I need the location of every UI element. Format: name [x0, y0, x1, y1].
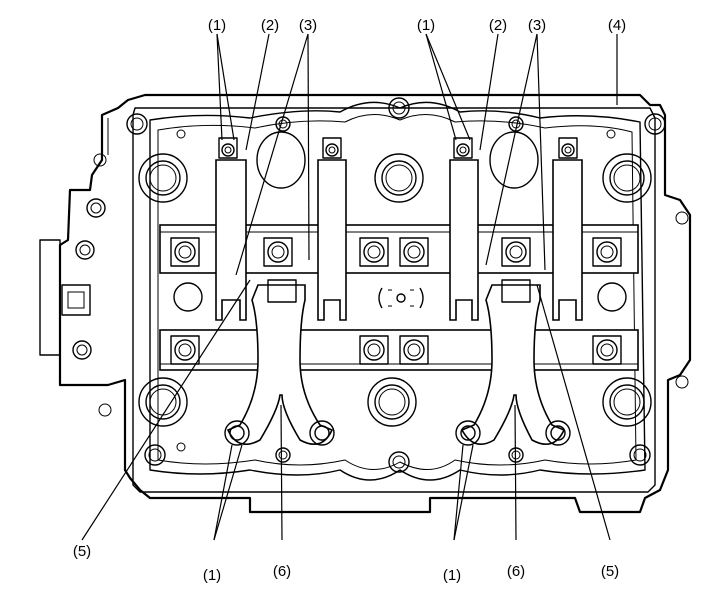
cap-bolt — [359, 335, 389, 365]
callout-labels: (1) (2) (3) (1) (2) (3) (4) (5) (1) (6) … — [73, 17, 626, 584]
callout-label: (5) — [601, 563, 619, 580]
center-mark — [378, 287, 424, 309]
plug-tubes — [138, 131, 652, 427]
leader-lines — [81, 33, 618, 541]
cap-bolt — [399, 335, 429, 365]
perimeter-bolts — [72, 97, 689, 473]
callout-label: (2) — [261, 17, 279, 34]
cap-port — [597, 282, 627, 312]
callout-label: (1) — [417, 17, 435, 34]
cap-bolt — [592, 237, 622, 267]
cap-bolt — [170, 335, 200, 365]
cap-bolt — [399, 237, 429, 267]
cap-port — [173, 282, 203, 312]
camshaft-cap-lower — [159, 329, 639, 371]
cylinder-head-casting — [39, 93, 692, 514]
callout-label: (6) — [507, 563, 525, 580]
fork-rocker-right — [455, 279, 571, 446]
cap-bolt — [592, 335, 622, 365]
callout-label: (4) — [608, 17, 626, 34]
callout-label: (1) — [208, 17, 226, 34]
callout-label: (6) — [273, 563, 291, 580]
cap-bolt — [501, 237, 531, 267]
cap-bolt — [170, 237, 200, 267]
callout-label: (3) — [528, 17, 546, 34]
callout-label: (3) — [299, 17, 317, 34]
callout-label: (2) — [489, 17, 507, 34]
callout-label: (1) — [203, 567, 221, 584]
fork-rocker-left — [224, 279, 335, 446]
cap-bolt — [359, 237, 389, 267]
cap-bolt — [263, 237, 293, 267]
callout-label: (5) — [73, 543, 91, 560]
callout-label: (1) — [443, 567, 461, 584]
rocker-arms-upper — [215, 137, 583, 321]
cap-bolts — [170, 237, 622, 365]
